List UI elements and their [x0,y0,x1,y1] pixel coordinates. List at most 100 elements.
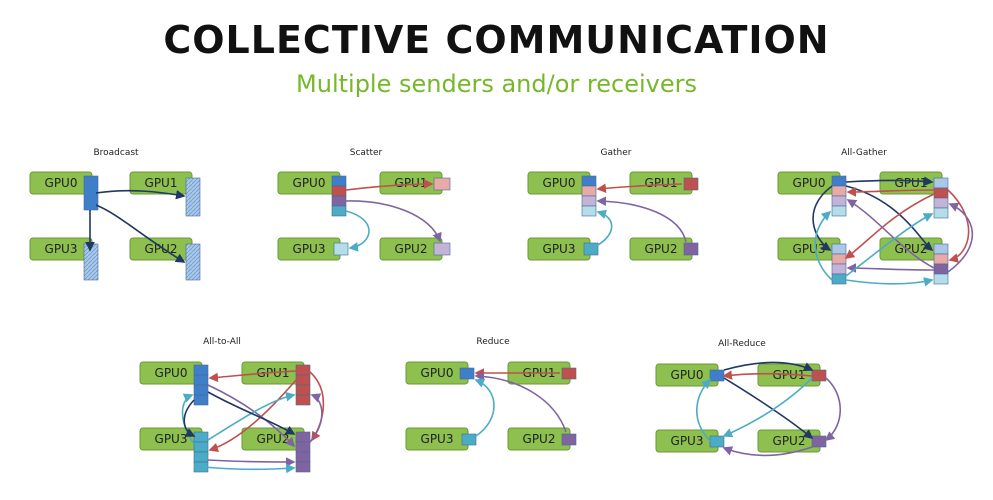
gpu-label: GPU0 [793,176,826,190]
buffer-gpu3 [583,242,599,256]
buffer-gpu1 [933,177,949,219]
buffer-gpu2 [933,243,949,285]
transfer-arrow [345,210,370,252]
transfer-arrow [596,183,683,194]
gpu-label: GPU0 [421,366,454,380]
gpu-box-gpu1: GPU1 [879,171,943,195]
gpu-box-gpu3: GPU3 [277,237,341,261]
gpu-label: GPU1 [645,176,678,190]
buffer-gpu2 [683,242,699,256]
transfer-arrow [474,371,567,433]
gpu-label: GPU2 [523,432,556,446]
panel-title: Reduce [476,337,510,347]
transfer-arrow [295,393,323,456]
buffer-gpu0 [709,369,725,382]
gpu-box-gpu0: GPU0 [655,363,719,387]
gpu-label: GPU3 [793,242,826,256]
gpu-box-gpu1: GPU1 [379,171,443,195]
gpu-box-gpu0: GPU0 [405,361,469,385]
page-subtitle: Multiple senders and/or receivers [296,70,697,98]
transfer-arrow [722,446,813,457]
buffer-gpu0 [331,175,347,217]
transfer-arrow [722,370,813,380]
gpu-label: GPU3 [421,432,454,446]
buffer-gpu2 [295,431,311,473]
gpu-label: GPU2 [395,242,428,256]
buffer-gpu3 [709,435,725,448]
transfer-arrow [474,378,495,437]
panel-title: Scatter [350,148,383,158]
gpu-label: GPU3 [543,242,576,256]
buffer-gpu1 [561,367,577,380]
buffer-gpu0 [581,175,597,217]
buffer-gpu1 [433,177,451,191]
transfer-arrow [845,176,934,187]
gpu-box-gpu3: GPU3 [777,237,841,261]
transfer-arrow [845,277,934,287]
transfer-arrow [947,189,970,263]
buffer-gpu1 [683,177,699,191]
buffer-gpu2 [811,435,827,448]
buffer-gpu3 [831,243,847,285]
transfer-arrow [814,210,833,281]
gpu-box-gpu3: GPU3 [655,429,719,453]
transfer-arrow [208,379,297,453]
gpu-box-gpu2: GPU2 [129,237,193,261]
buffer-gpu3 [83,243,99,281]
transfer-arrow [846,263,935,273]
gpu-label: GPU2 [773,434,806,448]
transfer-arrow [181,393,195,445]
buffer-gpu0 [83,175,99,211]
transfer-arrow [345,179,434,191]
buffer-gpu3 [461,433,477,446]
buffer-gpu0 [831,175,847,217]
transfer-arrow [193,463,296,474]
transfer-arrow [696,378,712,442]
transfer-arrow [596,196,687,243]
gpu-label: GPU1 [395,176,428,190]
gpu-label: GPU1 [895,176,928,190]
gpu-box-gpu3: GPU3 [405,427,469,451]
transfer-arrow [723,361,814,372]
transfer-arrow [207,457,296,467]
gpu-label: GPU3 [293,242,326,256]
gpu-label: GPU0 [155,366,188,380]
gpu-box-gpu2: GPU2 [379,237,443,261]
page-title: COLLECTIVE COMMUNICATION [163,18,830,62]
gpu-box-gpu3: GPU3 [29,237,93,261]
panel-title: Gather [601,148,632,158]
gpu-box-gpu0: GPU0 [777,171,841,195]
transfer-arrow [207,391,296,441]
transfer-arrow [824,377,841,441]
transfer-arrow [812,185,833,251]
buffer-gpu2 [561,433,577,446]
transfer-arrow [207,391,296,435]
gpu-box-gpu2: GPU2 [507,427,571,451]
gpu-label: GPU3 [155,432,188,446]
gpu-box-gpu2: GPU2 [241,427,305,451]
gpu-box-gpu3: GPU3 [139,427,203,451]
transfer-arrow [947,202,974,273]
buffer-gpu0 [459,367,475,380]
transfer-arrow [95,204,186,263]
gpu-box-gpu0: GPU0 [277,171,341,195]
gpu-box-gpu0: GPU0 [527,171,591,195]
gpu-box-gpu1: GPU1 [629,171,693,195]
gpu-box-gpu2: GPU2 [757,429,821,453]
gpu-label: GPU3 [45,242,78,256]
buffer-gpu0 [193,364,209,406]
gpu-label: GPU3 [671,434,704,448]
buffer-gpu1 [185,177,201,217]
gpu-label: GPU0 [671,368,704,382]
gpu-box-gpu3: GPU3 [527,237,591,261]
gpu-label: GPU0 [45,176,78,190]
transfer-arrow [345,200,442,243]
transfer-arrow [95,189,186,200]
